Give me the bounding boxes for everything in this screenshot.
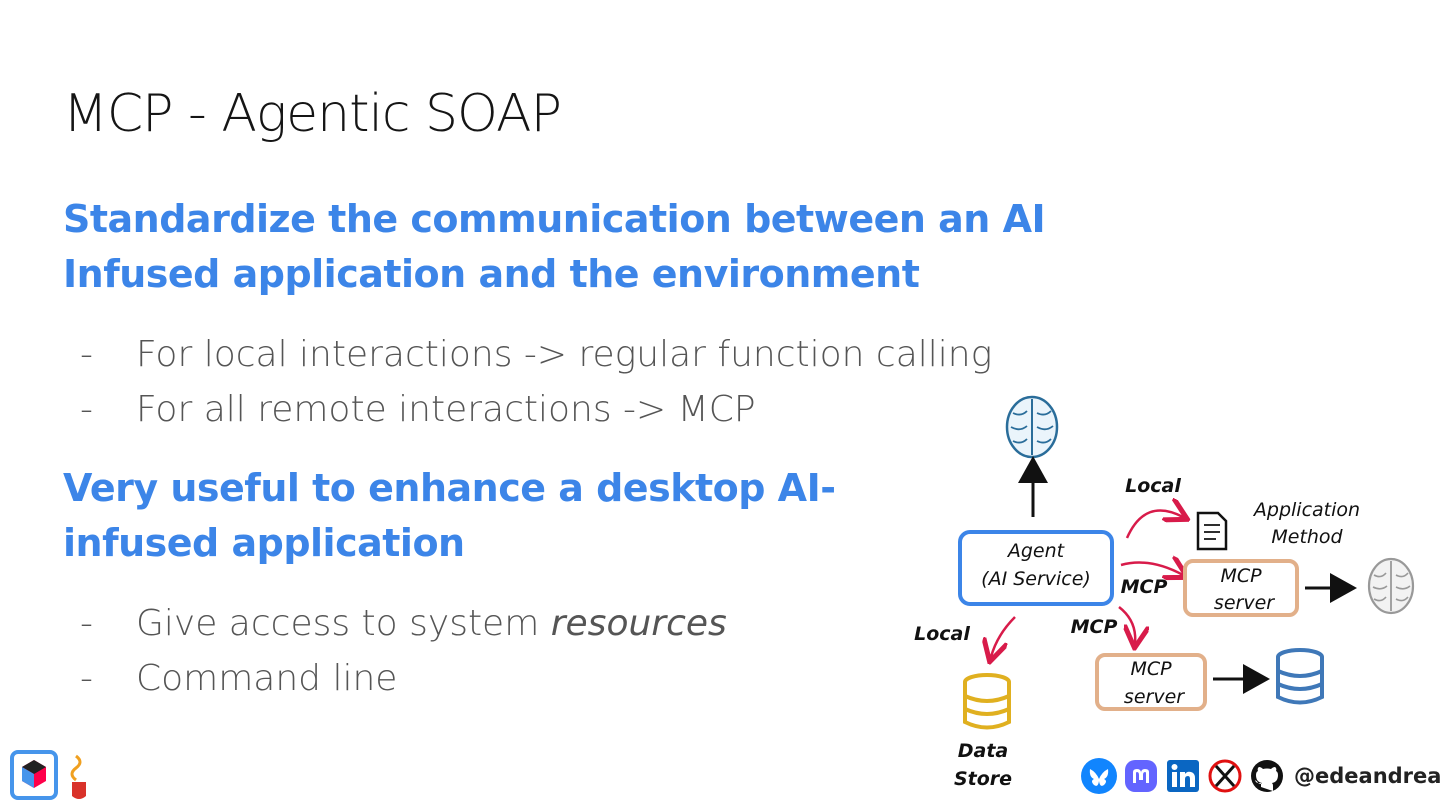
x-icon[interactable]: [1206, 757, 1244, 795]
conference-logos: [10, 750, 86, 800]
brain-icon-grey: [1367, 557, 1415, 615]
local-label-left: Local: [914, 623, 970, 645]
java-logo-icon: [70, 754, 86, 799]
quarkus-logo-icon: [10, 750, 58, 800]
bullet-item: -Command line: [80, 658, 398, 699]
document-icon: [1196, 511, 1228, 551]
mcp-server-1-sublabel: server: [1214, 592, 1275, 614]
github-icon[interactable]: [1248, 757, 1286, 795]
application-method-sublabel: Method: [1271, 526, 1343, 548]
agent-box: [958, 530, 1114, 606]
mastodon-icon[interactable]: [1122, 757, 1160, 795]
bullet-item: -For local interactions -> regular funct…: [80, 334, 993, 375]
slide-title: MCP - Agentic SOAP: [63, 84, 562, 144]
bullet-item: -For all remote interactions -> MCP: [80, 389, 756, 430]
mcp-server-box-1: [1183, 559, 1299, 617]
application-method-label: Application: [1252, 499, 1360, 521]
bullet-item: -Give access to system resources: [80, 603, 727, 644]
database-icon-blue: [1276, 648, 1324, 705]
heading-desktop-app: Very useful to enhance a desktop AI-infu…: [63, 466, 836, 565]
mcp-architecture-diagram: Agent (AI Service) Local Application Met…: [914, 395, 1415, 790]
mcp-server-2-sublabel: server: [1124, 686, 1185, 708]
agent-sublabel: (AI Service): [981, 568, 1091, 590]
database-icon-yellow: [963, 673, 1011, 730]
linkedin-icon[interactable]: [1164, 757, 1202, 795]
bullet-list-interactions: -For local interactions -> regular funct…: [80, 327, 992, 437]
social-handle[interactable]: @edeandrea: [1294, 764, 1440, 788]
mcp-server-1-label: MCP: [1220, 565, 1262, 587]
bluesky-icon[interactable]: [1080, 757, 1118, 795]
data-store-label: Data: [958, 740, 1009, 762]
mcp-server-box-2: [1095, 653, 1207, 711]
mcp-label-right: MCP: [1121, 576, 1168, 598]
mcp-label-bottom: MCP: [1071, 616, 1118, 638]
brain-icon: [1005, 395, 1059, 459]
social-footer: @edeandrea: [1080, 756, 1440, 796]
mcp-server-2-label: MCP: [1130, 658, 1172, 680]
bullet-list-desktop: -Give access to system resources -Comman…: [80, 596, 727, 706]
data-store-sublabel: Store: [954, 768, 1012, 790]
heading-standardize: Standardize the communication between an…: [63, 197, 1046, 296]
agent-label: Agent: [1006, 540, 1066, 562]
local-label-top: Local: [1125, 475, 1181, 497]
